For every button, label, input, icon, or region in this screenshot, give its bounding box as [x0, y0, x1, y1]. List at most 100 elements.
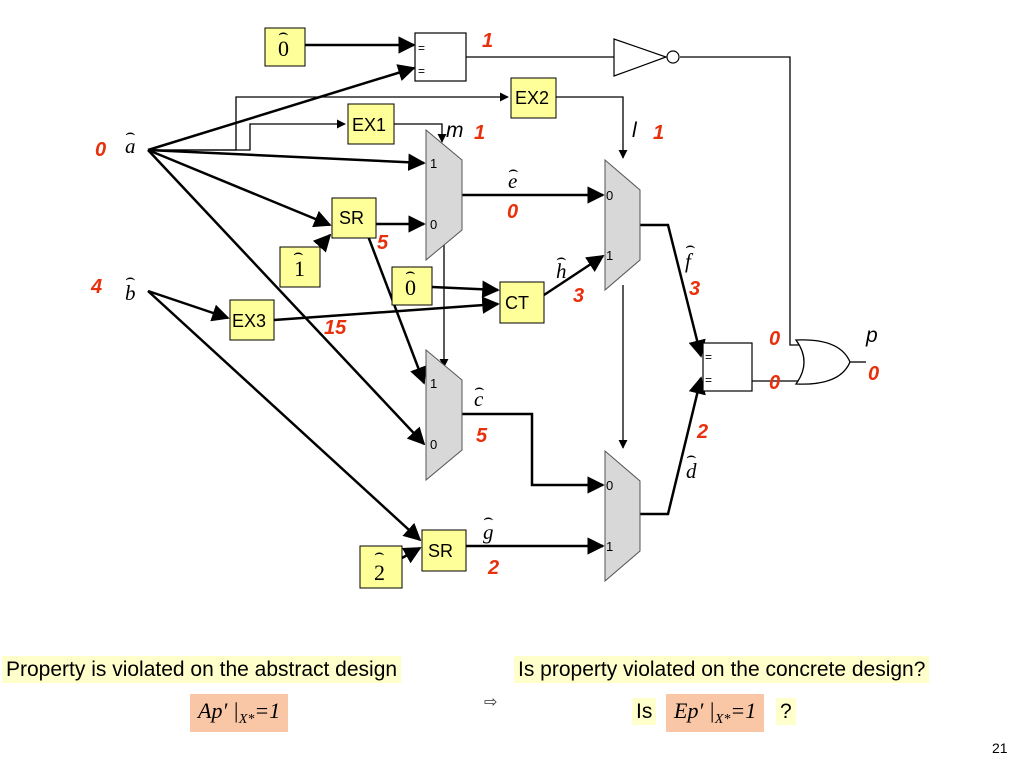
page-number: 21 [992, 740, 1008, 756]
constant-ct-hat: ⌢ [405, 264, 416, 281]
signal-p-label: p [865, 324, 878, 347]
mux-right-top: 0 1 [604, 158, 641, 292]
comparator-top-symbol-1: = [418, 41, 425, 55]
concrete-formula-prefix: Is [632, 698, 657, 725]
sr-top-label: SR [339, 208, 364, 228]
signal-b-hat: ⌢ [125, 270, 136, 287]
mux-right-top-port-0: 0 [606, 188, 613, 203]
concrete-formula-sub: X* [714, 712, 731, 727]
signal-h-hat: ⌢ [556, 250, 567, 267]
abstract-formula: Ap′ |X*=1 [190, 694, 289, 732]
constant-top-value: 0 [278, 36, 289, 61]
signal-b-label: b [125, 281, 136, 305]
abstract-violation-text: Property is violated on the abstract des… [2, 656, 402, 683]
signal-d-hat: ⌢ [686, 448, 697, 465]
concrete-formula-suffix: ? [776, 698, 796, 725]
abstract-formula-sub: X* [238, 712, 255, 727]
constant-box-top: ⌢ 0 [264, 25, 306, 67]
mux-right-bottom-port-1: 1 [606, 539, 613, 554]
constant-one-value: 1 [294, 256, 305, 281]
value-p: 0 [868, 363, 879, 385]
signal-f-label: f [685, 249, 694, 273]
signal-m-label: m [446, 119, 464, 142]
implies-arrow-icon: ⇨ [484, 692, 498, 711]
comparator-top: = = [414, 32, 467, 82]
comparator-bottom: = = [702, 342, 753, 392]
constant-two-hat: ⌢ [374, 545, 385, 562]
concrete-formula: Ep′ |X*=1 [666, 694, 765, 732]
value-l: 1 [653, 122, 664, 144]
signal-a: ⌢ a [125, 125, 136, 158]
signal-f-hat: ⌢ [685, 238, 696, 255]
abstract-violation-note: Property is violated on the abstract des… [2, 656, 402, 683]
concrete-formula-end: =1 [730, 698, 757, 723]
ex1-label: EX1 [352, 115, 386, 135]
value-e: 0 [507, 201, 518, 223]
ex2-block: EX2 [510, 77, 557, 119]
signal-l-label: l [632, 119, 638, 142]
value-comparator-top: 1 [482, 30, 493, 52]
concrete-formula-row: Is [632, 698, 657, 725]
signal-c-label: c [474, 387, 484, 411]
constant-one-hat: ⌢ [293, 245, 304, 262]
value-a: 0 [95, 139, 106, 161]
abstract-formula-end: =1 [254, 698, 281, 723]
abstract-formula-main: Ap′ | [198, 698, 239, 723]
concrete-question-note: Is property violated on the concrete des… [514, 656, 930, 683]
sr-top-block: SR [331, 197, 377, 239]
signal-f: ⌢ f [685, 238, 696, 273]
value-h: 3 [573, 285, 584, 307]
inverter-gate [613, 38, 680, 77]
value-ex3: 15 [324, 317, 347, 339]
value-f: 3 [689, 278, 700, 300]
signal-h-label: h [556, 259, 567, 283]
value-or-input-bottom: 0 [769, 372, 780, 394]
signal-g-hat: ⌢ [483, 510, 494, 527]
signal-g-label: g [483, 520, 494, 544]
ct-label: CT [505, 293, 529, 313]
concrete-question-text: Is property violated on the concrete des… [514, 656, 930, 683]
or-gate [794, 339, 851, 385]
mux-top-port-1: 1 [430, 156, 437, 171]
mux-right-top-port-1: 1 [606, 248, 613, 263]
concrete-formula-main: Ep′ | [674, 698, 715, 723]
value-c: 5 [476, 425, 488, 447]
value-m: 1 [474, 122, 485, 144]
ex3-label: EX3 [232, 311, 266, 331]
signal-d: ⌢ d [686, 448, 697, 483]
circuit-diagram: = = = = 1 0 1 0 0 1 0 1 ⌢ 0 [90, 25, 879, 589]
signal-e-label: e [508, 169, 517, 193]
sr-bottom-label: SR [428, 541, 453, 561]
value-d: 2 [696, 421, 708, 443]
signal-c-hat: ⌢ [474, 380, 485, 397]
comparator-bottom-symbol-2: = [705, 373, 712, 387]
value-or-input-top: 0 [769, 328, 780, 350]
signal-e-hat: ⌢ [508, 162, 519, 179]
mux-bottom-port-1: 1 [430, 376, 437, 391]
constant-box-ct: ⌢ 0 [391, 264, 433, 306]
constant-box-one: ⌢ 1 [279, 245, 321, 288]
constant-two-value: 2 [374, 560, 385, 585]
ct-block: CT [499, 281, 545, 324]
value-b: 4 [90, 276, 102, 298]
sr-bottom-block: SR [421, 529, 467, 572]
constant-box-two: ⌢ 2 [359, 545, 403, 589]
mux-bottom: 1 0 [425, 348, 463, 482]
value-g: 2 [487, 557, 499, 579]
signal-a-hat: ⌢ [125, 125, 136, 142]
signal-c: ⌢ c [474, 380, 485, 411]
mux-right-bottom-port-0: 0 [606, 478, 613, 493]
wires [147, 36, 866, 564]
constant-top-hat: ⌢ [278, 25, 289, 42]
signal-d-label: d [686, 459, 697, 483]
signal-e: ⌢ e [508, 162, 519, 193]
ex1-block: EX1 [347, 103, 395, 145]
signal-b: ⌢ b [125, 270, 136, 305]
ex2-label: EX2 [515, 88, 549, 108]
mux-top-port-0: 0 [430, 217, 437, 232]
ex3-block: EX3 [229, 299, 275, 341]
mux-right-bottom: 0 1 [604, 449, 641, 583]
comparator-top-symbol-2: = [418, 64, 425, 78]
constant-ct-value: 0 [405, 275, 416, 300]
mux-bottom-port-0: 0 [430, 437, 437, 452]
